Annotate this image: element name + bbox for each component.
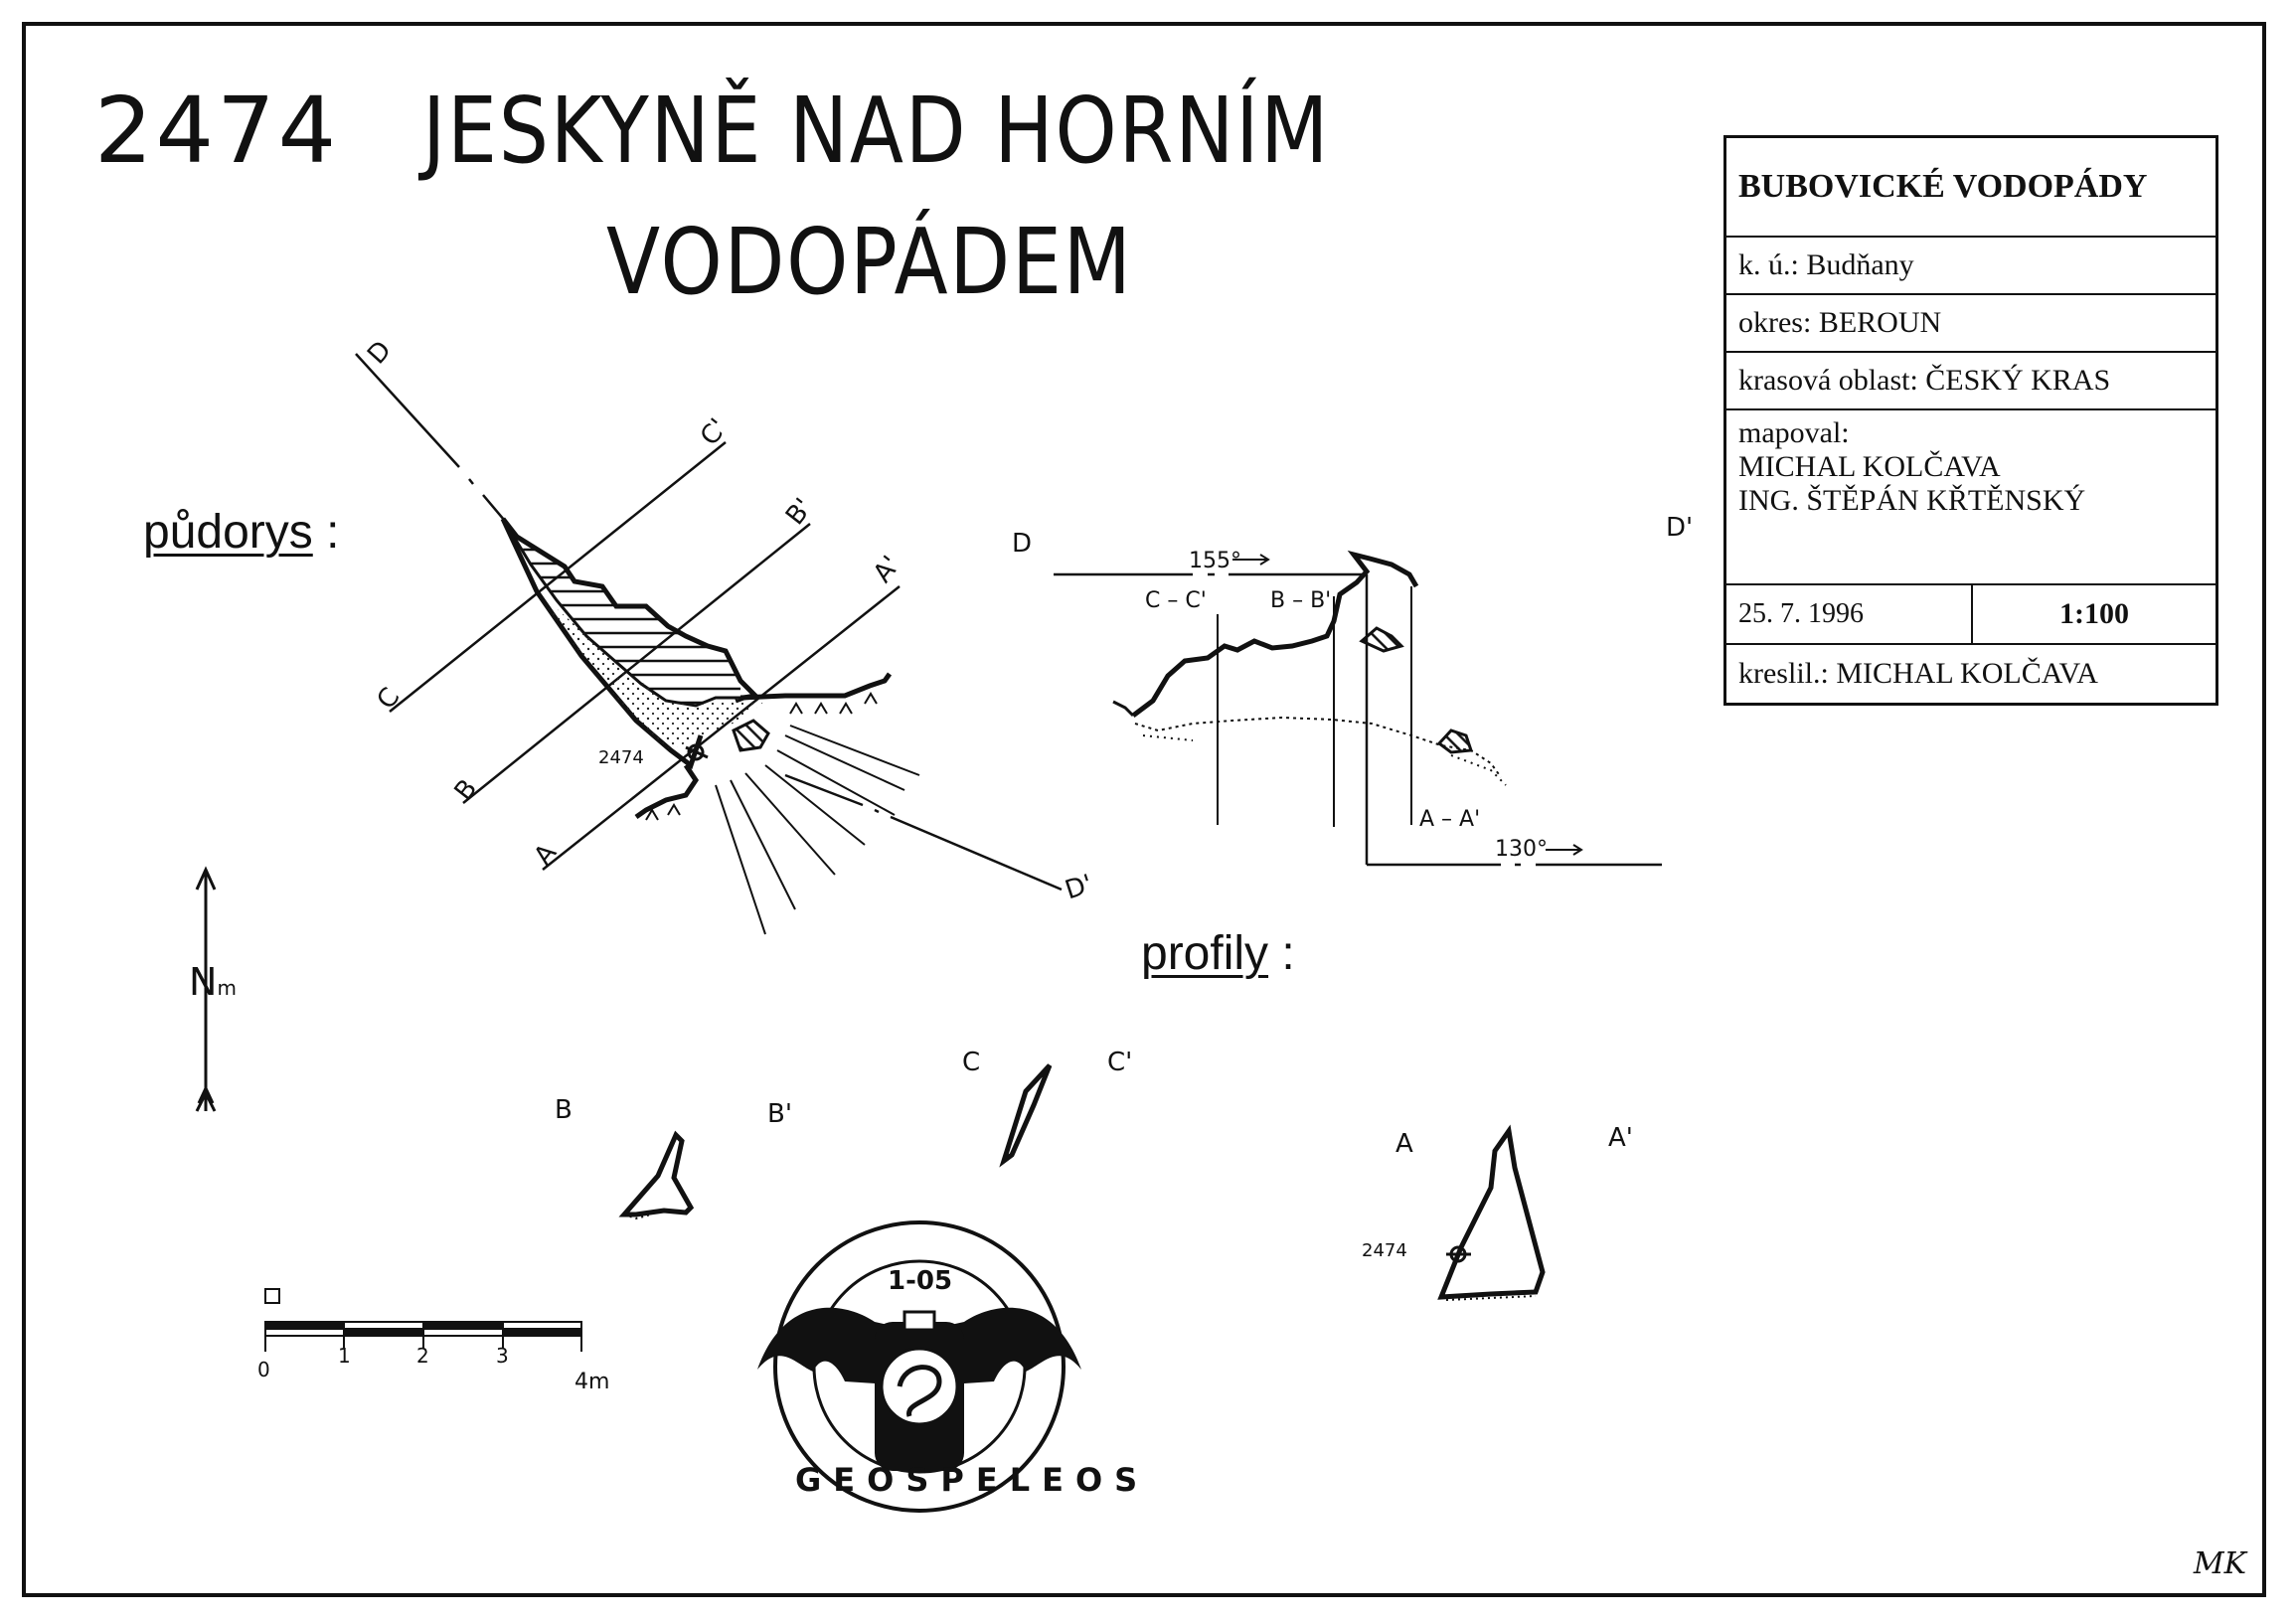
- cross-sections: [618, 1063, 1546, 1301]
- plan-label-colon: :: [326, 506, 340, 559]
- cave-plan-sediment: [537, 591, 765, 750]
- info-heading: BUBOVICKÉ VODOPÁDY: [1726, 138, 2215, 238]
- cave-plan-right-wall: [739, 672, 893, 701]
- info-mapper-2: ING. ŠTĚPÁN KŘTĚNSKÝ: [1738, 484, 2086, 517]
- cross-section-a: [1437, 1124, 1546, 1300]
- cross-section-entrance-id: 2474: [1362, 1240, 1407, 1261]
- long-profile-label-d-prime: D': [1666, 513, 1694, 543]
- section-line-d: [355, 353, 516, 534]
- long-profile-label-d: D: [1012, 529, 1033, 559]
- scale-tick-1: 1: [338, 1344, 351, 1368]
- plan-entrance-id: 2474: [598, 747, 644, 768]
- info-date: 25. 7. 1996: [1726, 585, 1973, 643]
- title-line-1: JESKYNĚ NAD HORNÍM: [422, 78, 1331, 184]
- profiles-label-colon: :: [1281, 927, 1295, 980]
- info-scale: 1:100: [2059, 597, 2129, 630]
- cross-section-b: [618, 1130, 695, 1217]
- north-arrow-n: N: [189, 960, 218, 1004]
- long-profile-boulder-2: [1436, 729, 1474, 754]
- plan-view: [355, 353, 1063, 935]
- scale-tick-4m: 4m: [574, 1370, 610, 1394]
- long-profile-bearing-top: 155°: [1189, 549, 1241, 573]
- cross-section-label-a: A: [1395, 1129, 1413, 1159]
- cave-number: 2474: [94, 78, 340, 184]
- map-frame: [22, 22, 2266, 1597]
- long-profile-cut-aa: A – A': [1419, 807, 1481, 832]
- logo-name: GEOSPELEOS: [795, 1461, 1150, 1499]
- long-profile-boulder-1: [1359, 626, 1404, 653]
- scale-bar: [264, 1288, 582, 1352]
- section-line-d-prime: [784, 773, 1063, 892]
- info-karst-area: krasová oblast: ČESKÝ KRAS: [1726, 353, 2215, 410]
- cave-plan-rim-ticks: [645, 692, 878, 821]
- info-table: BUBOVICKÉ VODOPÁDY k. ú.: Budňany okres:…: [1723, 135, 2218, 706]
- section-line-a: [542, 585, 901, 871]
- scale-tick-0: 0: [257, 1358, 270, 1381]
- cave-plan-entrance-symbol: [687, 743, 705, 761]
- long-profile-cut-bb: B – B': [1270, 588, 1332, 613]
- long-profile-bearing-bottom: 130°: [1495, 837, 1548, 862]
- scale-tick-3: 3: [496, 1344, 509, 1368]
- scale-tick-2: 2: [416, 1344, 429, 1368]
- geospeleos-logo: [757, 1220, 1081, 1513]
- cross-section-label-b-prime: B': [767, 1099, 792, 1129]
- cross-section-label-a-prime: A': [1608, 1123, 1633, 1153]
- north-arrow-label: Nm: [189, 960, 237, 1004]
- info-cadastral: k. ú.: Budňany: [1726, 238, 2215, 295]
- cave-plan-hatched-zone: [517, 537, 740, 706]
- cross-section-c: [999, 1063, 1053, 1168]
- info-mappers: mapoval: MICHAL KOLČAVA ING. ŠTĚPÁN KŘTĚ…: [1726, 410, 2215, 585]
- long-profile-ceiling: [1131, 550, 1419, 718]
- profiles-label-text: profily: [1141, 927, 1269, 980]
- title-line-2: VODOPÁDEM: [606, 209, 1133, 315]
- long-profile: [1054, 550, 1662, 867]
- signature: MK: [2193, 1546, 2246, 1581]
- cross-section-label-b: B: [555, 1095, 573, 1125]
- cave-plan-entrance-wall: [634, 763, 700, 820]
- cave-plan-boulder: [732, 719, 770, 752]
- info-date-scale: 25. 7. 1996 1:100: [1726, 585, 2215, 645]
- plan-label-text: půdorys: [143, 506, 313, 559]
- cross-section-label-c: C: [962, 1048, 981, 1077]
- info-mapper-1: MICHAL KOLČAVA: [1738, 450, 2001, 483]
- north-arrow: [195, 866, 217, 1112]
- info-mapped-label: mapoval:: [1738, 416, 1850, 449]
- plan-label: půdorys :: [143, 505, 339, 560]
- long-profile-cut-cc: C – C': [1145, 588, 1207, 613]
- profiles-label: profily :: [1141, 926, 1295, 981]
- north-arrow-subscript: m: [217, 976, 237, 1000]
- logo-code: 1-05: [888, 1266, 953, 1296]
- cave-plan-slope-lines: [715, 725, 920, 935]
- cross-section-label-c-prime: C': [1107, 1048, 1133, 1077]
- info-drawn-by: kreslil.: MICHAL KOLČAVA: [1738, 657, 2098, 690]
- info-district: okres: BEROUN: [1726, 295, 2215, 353]
